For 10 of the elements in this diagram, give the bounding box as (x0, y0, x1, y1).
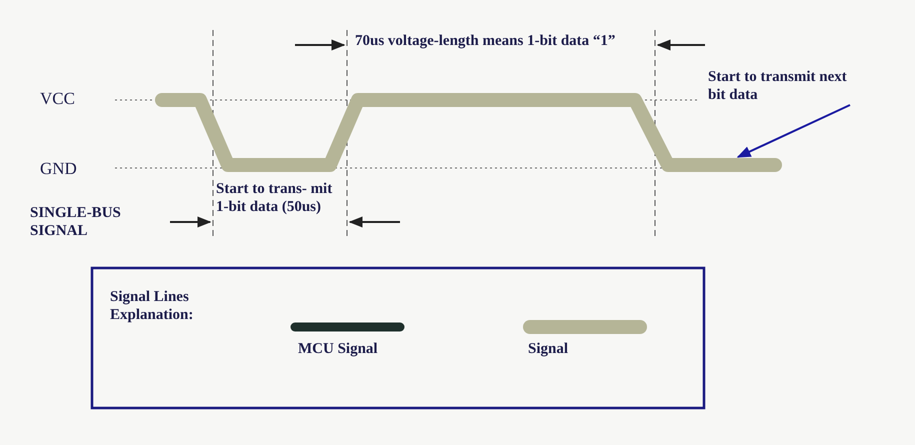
annotation-text: 70us voltage-length means 1-bit data “1” (355, 32, 616, 50)
level-label: VCC (40, 90, 75, 108)
annotation-text: Start to trans- mit 1-bit data (50us) (216, 180, 334, 216)
legend-label: Signal (528, 340, 568, 358)
annotation-text: Signal Lines Explanation: (110, 288, 194, 324)
legend-label: MCU Signal (298, 340, 378, 358)
annotation-text: SINGLE-BUS SIGNAL (30, 204, 122, 240)
annotation-text: Start to transmit next bit data (708, 68, 858, 104)
leader-arrow (736, 104, 850, 158)
level-label: GND (40, 160, 77, 178)
